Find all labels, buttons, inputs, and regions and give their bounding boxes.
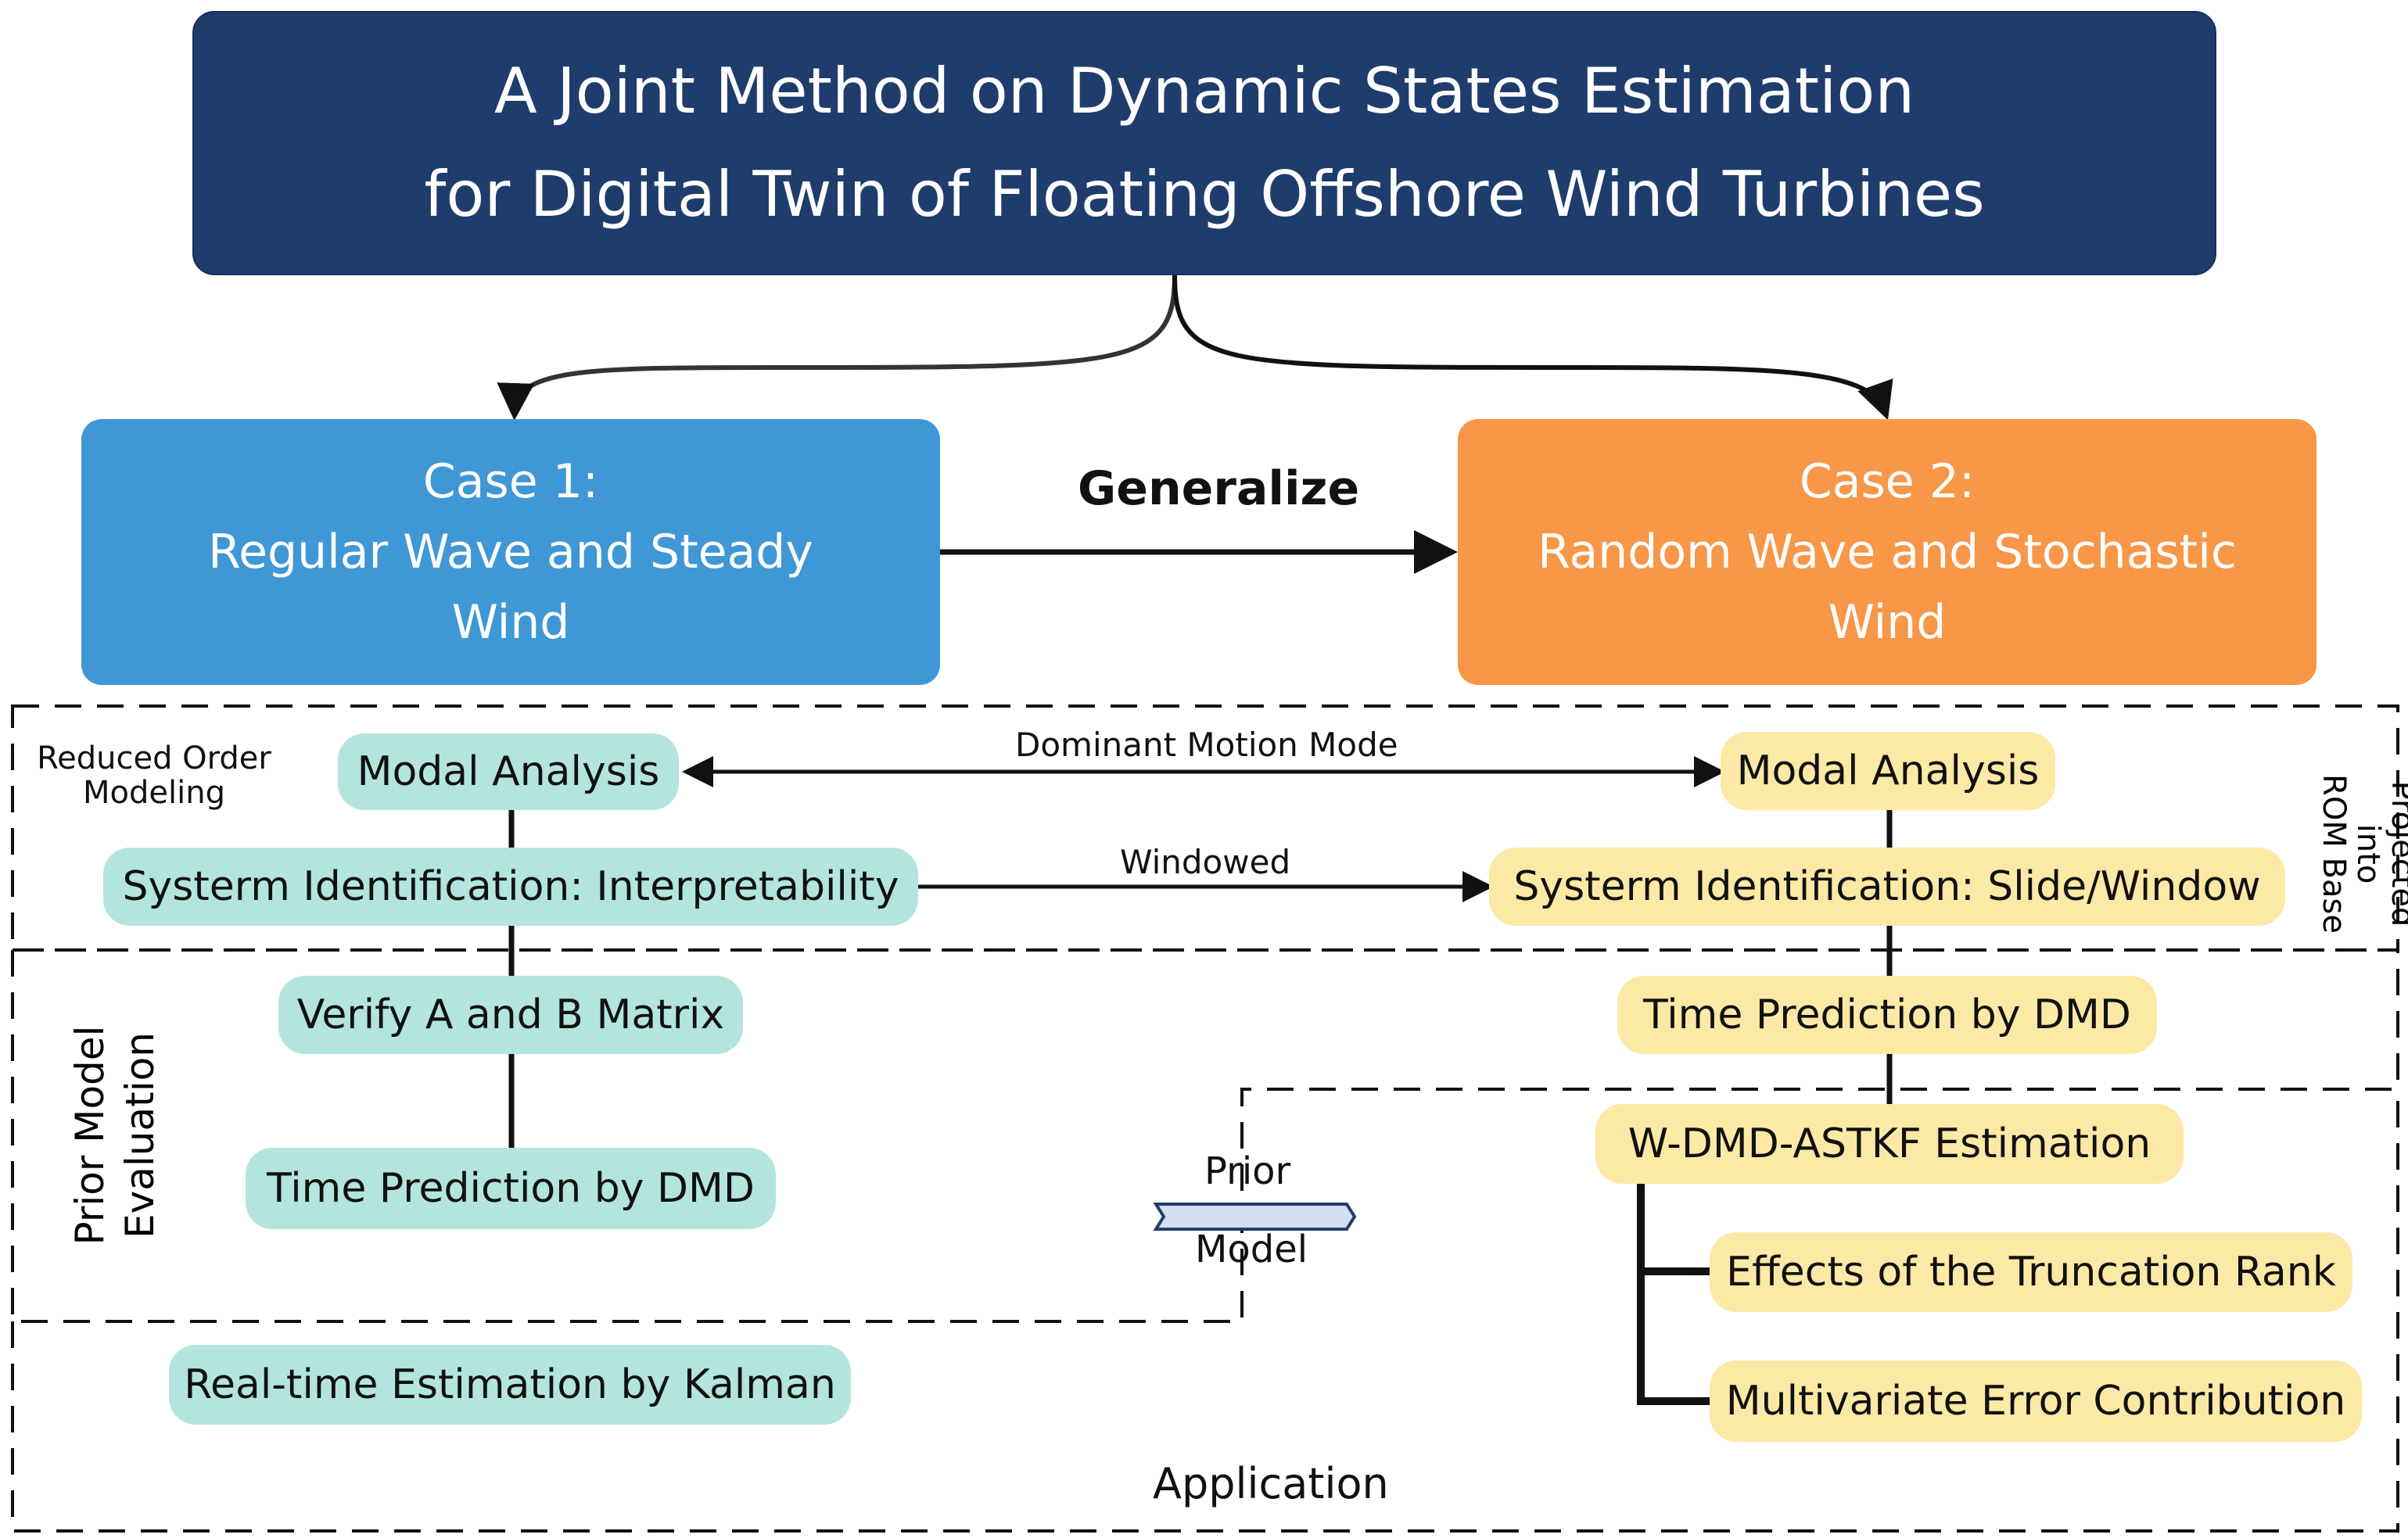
- case1-line-3: Wind: [451, 595, 570, 650]
- prior-model-label-line-2: Model: [1195, 1228, 1308, 1271]
- rom-section-label: Reduced Order Modeling: [33, 741, 275, 810]
- rom-projected-label: Projected into ROM Base: [2316, 760, 2408, 948]
- wdmd-bracket: [1637, 1181, 1710, 1405]
- prior-eval-line-1: Prior Model: [67, 1025, 113, 1246]
- application-section-frame: [11, 1089, 2399, 1533]
- title-line-1: A Joint Method on Dynamic States Estimat…: [493, 55, 1915, 127]
- title-box: A Joint Method on Dynamic States Estimat…: [192, 11, 2216, 275]
- rom-projected-line-2: ROM Base: [2316, 774, 2352, 934]
- case2-line-2: Random Wave and Stochastic: [1538, 525, 2237, 579]
- right-modal-analysis-node: Modal Analysis: [1721, 732, 2055, 810]
- generalize-label: Generalize: [1078, 461, 1360, 516]
- prior-model-label-line-1: Prior: [1204, 1149, 1291, 1193]
- left-modal-analysis-node: Modal Analysis: [338, 733, 679, 810]
- right-time-prediction-node: Time Prediction by DMD: [1617, 976, 2157, 1054]
- right-system-identification-node: Systerm Identification: Slide/Window: [1489, 848, 2285, 926]
- case1-line-1: Case 1:: [422, 454, 599, 509]
- case2-line-3: Wind: [1828, 595, 1947, 650]
- prior-model-marker: [1153, 1203, 1357, 1231]
- title-to-case1-arrow: [497, 274, 1177, 421]
- rom-label-line-1: Reduced Order: [37, 740, 271, 776]
- wdmd-astkf-node: W-DMD-ASTKF Estimation: [1595, 1104, 2184, 1184]
- title-line-2: for Digital Twin of Floating Offshore Wi…: [424, 158, 1985, 231]
- verify-ab-matrix-node: Verify A and B Matrix: [278, 976, 743, 1054]
- case2-line-1: Case 2:: [1799, 454, 1976, 509]
- rom-projected-line-1: Projected into: [2350, 780, 2408, 927]
- windowed-label: Windowed: [1120, 843, 1291, 881]
- dominant-motion-label: Dominant Motion Mode: [1015, 726, 1398, 764]
- truncation-rank-node: Effects of the Truncation Rank: [1710, 1232, 2352, 1312]
- application-section-label: Application: [1153, 1459, 1389, 1508]
- title-to-case2-arrow: [1172, 274, 1893, 421]
- left-system-identification-node: Systerm Identification: Interpretability: [103, 848, 918, 926]
- case1-box: Case 1: Regular Wave and Steady Wind: [81, 419, 940, 685]
- prior-eval-line-2: Evaluation: [117, 1032, 163, 1239]
- case2-box: Case 2: Random Wave and Stochastic Wind: [1458, 419, 2316, 685]
- left-time-prediction-node: Time Prediction by DMD: [246, 1148, 776, 1229]
- prior-eval-section-label: Prior Model Evaluation: [60, 1018, 170, 1253]
- multivariate-error-node: Multivariate Error Contribution: [1710, 1361, 2362, 1442]
- realtime-kalman-node: Real-time Estimation by Kalman: [169, 1345, 851, 1425]
- case1-line-2: Regular Wave and Steady: [208, 525, 813, 579]
- prior-eval-section-frame: [11, 948, 2399, 1323]
- rom-label-line-2: Modeling: [83, 775, 225, 811]
